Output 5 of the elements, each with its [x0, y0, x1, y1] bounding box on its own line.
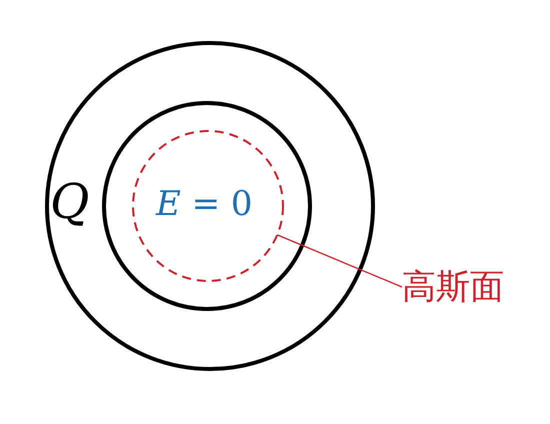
charge-label: Q — [50, 176, 90, 229]
field-label: E = 0 — [156, 186, 253, 224]
gaussian-surface-label: 高斯面 — [402, 262, 530, 312]
dashed-circle — [132, 130, 284, 282]
leader-line — [276, 234, 402, 288]
